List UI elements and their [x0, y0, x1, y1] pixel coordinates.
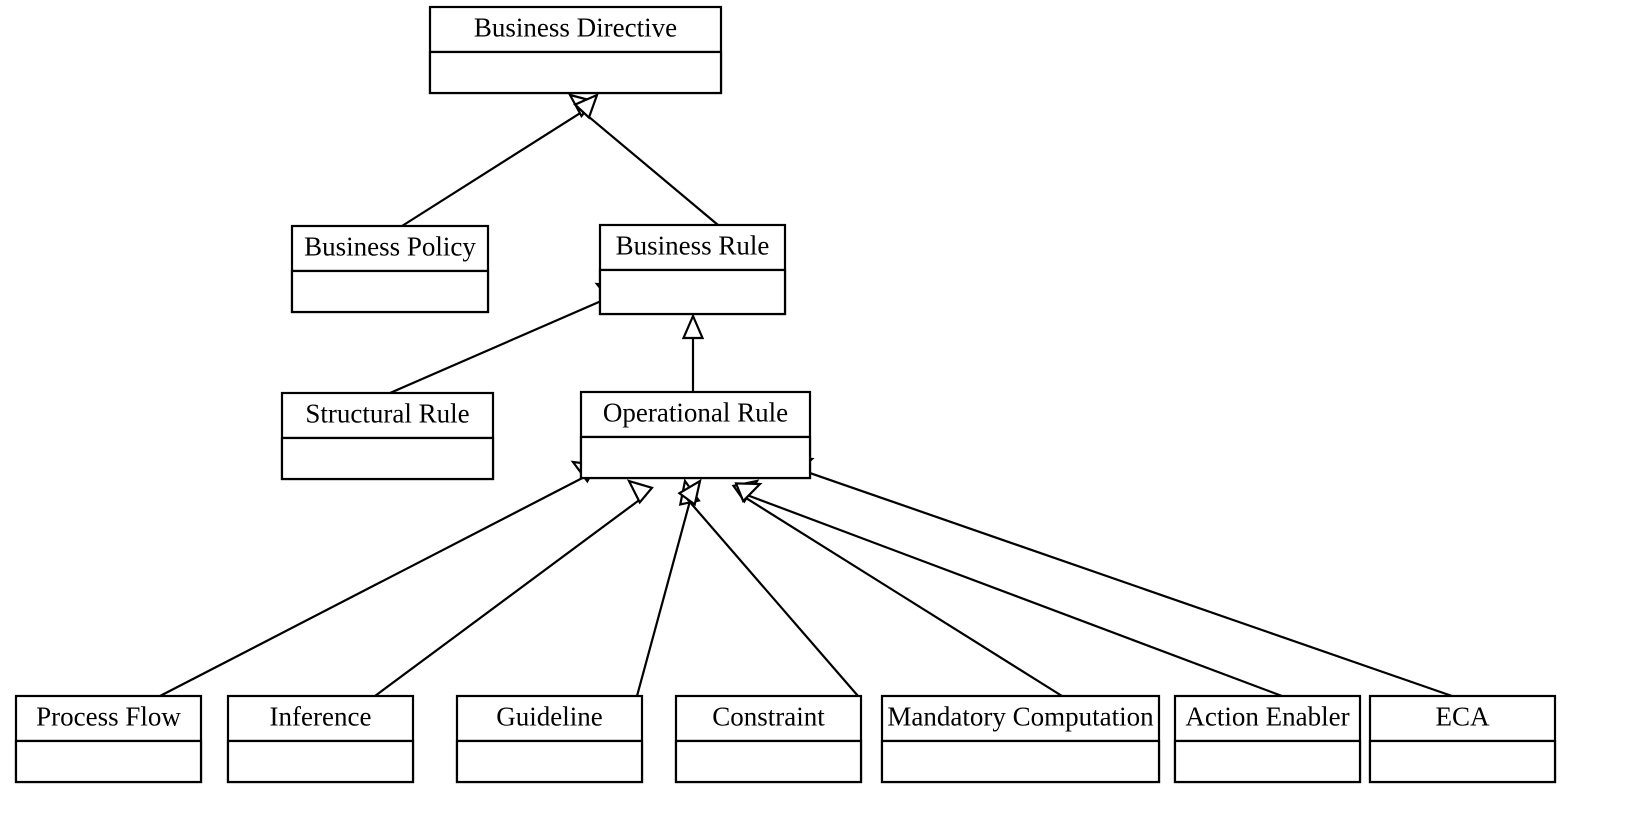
- generalization-arrowhead-icon: [626, 479, 654, 505]
- class-box-business-policy[interactable]: Business Policy: [290, 224, 490, 314]
- class-name-label: Process Flow: [36, 702, 181, 732]
- class-box-action-enabler[interactable]: Action Enabler: [1173, 694, 1362, 784]
- class-name-label: Business Rule: [616, 231, 770, 261]
- class-attributes-compartment[interactable]: [280, 436, 495, 481]
- class-name-label: ECA: [1436, 702, 1491, 732]
- class-box-structural-rule[interactable]: Structural Rule: [280, 391, 495, 481]
- class-box-constraint[interactable]: Constraint: [674, 694, 863, 784]
- generalization-edge: [731, 479, 1063, 697]
- class-box-process-flow[interactable]: Process Flow: [14, 694, 203, 784]
- class-attributes-compartment[interactable]: [455, 739, 644, 784]
- class-attributes-compartment[interactable]: [14, 739, 203, 784]
- class-name-label: Inference: [270, 702, 372, 732]
- class-box-guideline[interactable]: Guideline: [455, 694, 644, 784]
- class-box-ecaplus[interactable]: ECA: [1368, 694, 1557, 784]
- class-attributes-compartment[interactable]: [226, 739, 415, 784]
- class-name-label: Business Policy: [304, 232, 476, 262]
- generalization-edge: [681, 313, 705, 392]
- class-box-inference[interactable]: Inference: [226, 694, 415, 784]
- class-attributes-compartment[interactable]: [579, 435, 812, 480]
- class-attributes-compartment[interactable]: [880, 739, 1161, 784]
- generalization-edge: [401, 93, 596, 227]
- generalization-edge: [573, 92, 719, 226]
- class-name-label: Structural Rule: [305, 399, 469, 429]
- generalization-edge: [786, 456, 1453, 698]
- class-box-operational-rule[interactable]: Operational Rule: [579, 390, 812, 480]
- class-name-label: Operational Rule: [603, 398, 788, 428]
- class-name-label: Mandatory Computation: [887, 702, 1154, 732]
- class-attributes-compartment[interactable]: [290, 269, 490, 314]
- class-name-label: Constraint: [712, 702, 825, 732]
- generalization-edge: [635, 478, 701, 697]
- generalization-arrowhead-icon: [734, 482, 763, 504]
- generalization-arrowhead-icon: [681, 313, 705, 340]
- generalization-arrowhead-icon: [573, 92, 599, 120]
- class-name-label: Business Directive: [474, 13, 677, 43]
- class-attributes-compartment[interactable]: [1368, 739, 1557, 784]
- class-attributes-compartment[interactable]: [598, 268, 787, 316]
- class-name-label: Guideline: [496, 702, 602, 732]
- generalization-edge: [374, 479, 654, 697]
- class-box-business-directive[interactable]: Business Directive: [428, 5, 723, 95]
- class-box-mandatory-computation[interactable]: Mandatory Computation: [880, 694, 1161, 784]
- class-attributes-compartment[interactable]: [428, 50, 723, 95]
- generalization-edge: [677, 478, 859, 697]
- class-attributes-compartment[interactable]: [1173, 739, 1362, 784]
- class-name-label: Action Enabler: [1185, 702, 1349, 732]
- class-box-business-rule[interactable]: Business Rule: [598, 223, 787, 316]
- generalization-edge: [734, 482, 1283, 698]
- class-attributes-compartment[interactable]: [674, 739, 863, 784]
- generalization-arrowhead-icon: [677, 478, 702, 507]
